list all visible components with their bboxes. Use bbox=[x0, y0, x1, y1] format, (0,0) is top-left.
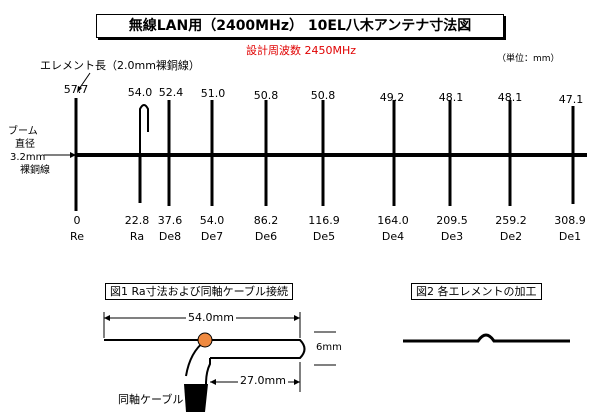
boom-label-size: 3.2mm bbox=[10, 152, 46, 163]
element-length-value: 57.7 bbox=[63, 83, 89, 96]
fig1-height-label: 6mm bbox=[316, 342, 342, 353]
fig1-width-arrow-left bbox=[104, 315, 110, 321]
fig1-feed-arrow-right bbox=[294, 379, 300, 385]
design-frequency: 設計周波数 2450MHz bbox=[246, 44, 357, 57]
fig1-coax-wire-b bbox=[205, 358, 211, 385]
element-ra-fold bbox=[139, 104, 149, 155]
unit-note: （単位：mm） bbox=[497, 54, 560, 64]
element-length-value: 50.8 bbox=[310, 89, 336, 102]
fig1-feed-point bbox=[197, 332, 213, 348]
element-length-pointer bbox=[78, 72, 91, 90]
figure1-caption: 図1 Ra寸法および同軸ケーブル接続 bbox=[105, 283, 293, 300]
page-title: 無線LAN用（2400MHz） 10EL八木アンテナ寸法図 bbox=[96, 14, 504, 38]
fig1-width-arrow-right bbox=[294, 315, 300, 321]
element-length-value: 48.1 bbox=[438, 91, 464, 104]
fig1-feed-arrow-left bbox=[210, 379, 216, 385]
element-length-value: 54.0 bbox=[127, 86, 153, 99]
figure2-caption: 図2 各エレメントの加工 bbox=[411, 283, 542, 300]
element-length-value: 47.1 bbox=[558, 93, 584, 106]
element-length-value: 49.2 bbox=[379, 91, 405, 104]
fig1-coax-label: 同軸ケーブル bbox=[118, 393, 184, 406]
element-length-pointer-head bbox=[77, 86, 82, 93]
fig1-feed-label: 27.0mm bbox=[238, 374, 288, 387]
boom-pointer-arrowhead bbox=[70, 152, 76, 158]
fig1-folded-dipole bbox=[104, 339, 306, 359]
boom-label-name: ブーム bbox=[8, 126, 38, 137]
boom-label-diameter: 直径 bbox=[15, 139, 35, 150]
fig1-coax-cable bbox=[184, 384, 208, 412]
element-length-value: 52.4 bbox=[158, 86, 184, 99]
fig1-width-label: 54.0mm bbox=[186, 311, 236, 324]
element-length-value: 51.0 bbox=[200, 87, 226, 100]
element-length-label: エレメント長（2.0mm裸銅線） bbox=[40, 59, 200, 72]
element-length-value: 48.1 bbox=[497, 91, 523, 104]
element-length-value: 50.8 bbox=[253, 89, 279, 102]
boom-label-material: 裸銅線 bbox=[20, 165, 50, 176]
fig2-bent-element bbox=[403, 333, 570, 343]
